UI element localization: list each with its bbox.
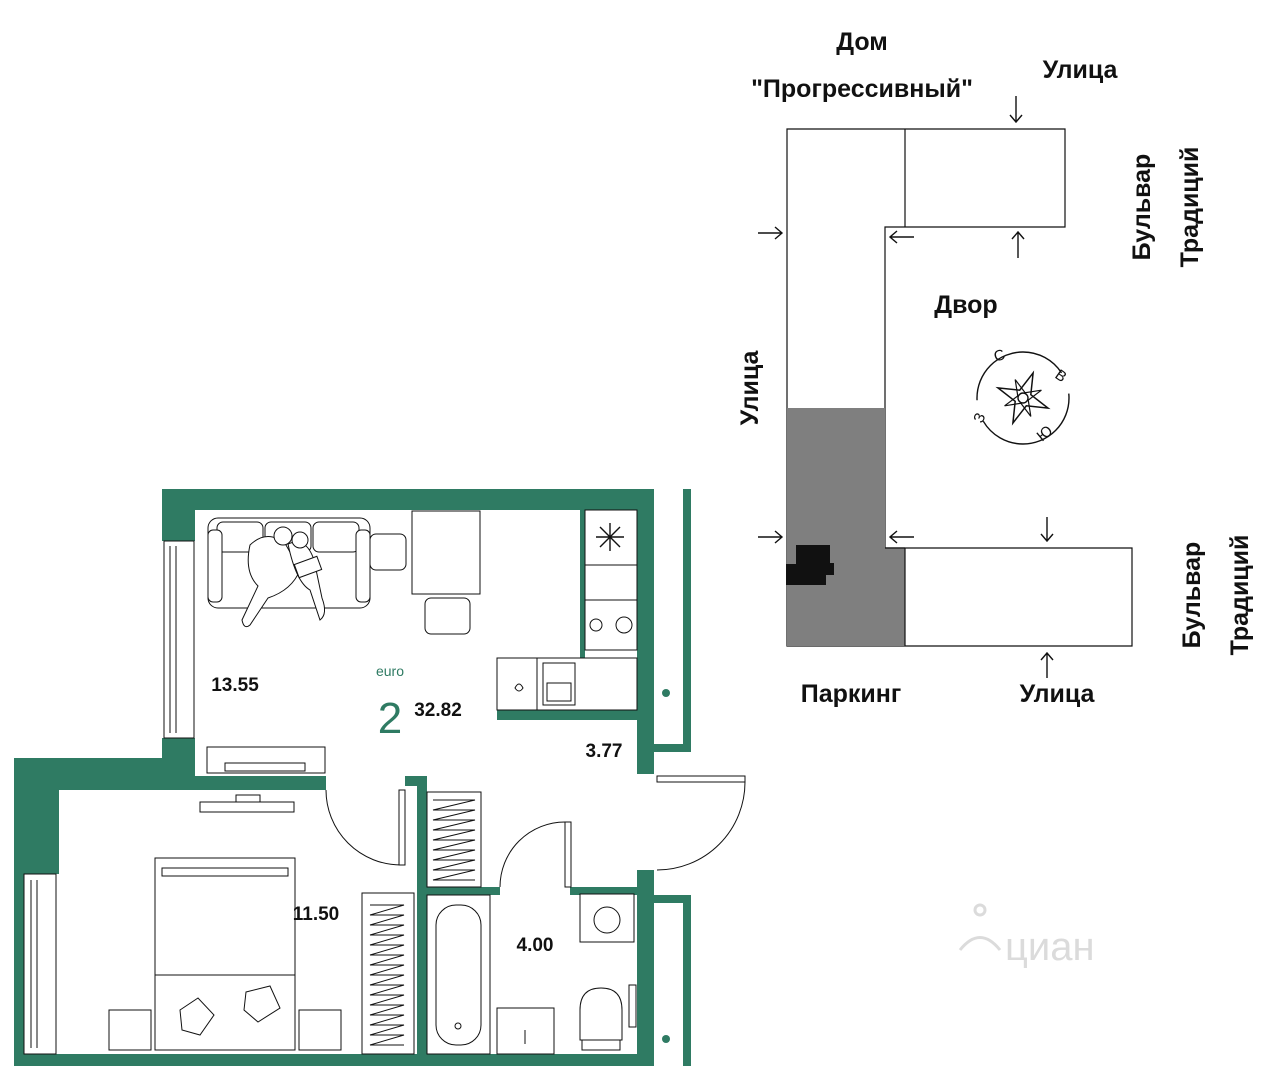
washbasin-icon — [496, 1007, 555, 1055]
living-kitchen-area: 13.55 — [211, 675, 259, 696]
compass-rose-icon: С В Ю З — [970, 346, 1070, 445]
apartment-type-label: euro — [376, 663, 404, 679]
street-label-left: Улица — [736, 350, 764, 426]
svg-text:Традиций: Традиций — [1226, 535, 1254, 656]
yard-label: Двор — [934, 291, 997, 319]
windows — [23, 540, 195, 1055]
bed-icon — [108, 857, 342, 1051]
toilet-icon — [579, 987, 623, 1041]
entrance-arrows — [758, 96, 1054, 678]
bathroom-area: 4.00 — [517, 935, 554, 956]
boulevard-label-top: Бульвар Традиций — [1128, 147, 1204, 268]
fridge-icon — [596, 523, 624, 551]
watermark: циан — [958, 903, 1095, 969]
doors — [325, 775, 746, 888]
entry-marker — [662, 689, 670, 697]
svg-text:Бульвар: Бульвар — [1178, 542, 1206, 649]
stove-burner-icon — [615, 616, 633, 634]
street-label-bottom: Улица — [1020, 680, 1096, 708]
sofa-icon — [207, 517, 371, 628]
parking-label: Паркинг — [801, 680, 902, 708]
watermark-text: циан — [1005, 925, 1095, 969]
kitchen-unit — [496, 509, 638, 711]
building-name-line1: Дом — [836, 28, 888, 56]
hall-area: 3.77 — [586, 741, 623, 762]
street-label-top: Улица — [1043, 56, 1119, 84]
svg-text:Традиций: Традиций — [1176, 147, 1204, 268]
boulevard-label-bottom: Бульвар Традиций — [1178, 535, 1254, 656]
bedroom-area: 11.50 — [293, 904, 340, 925]
this-section-marker — [786, 545, 834, 585]
svg-text:В: В — [1052, 366, 1070, 386]
wardrobe-icon — [361, 791, 482, 1055]
cian-logo-icon — [958, 903, 1002, 951]
walls — [14, 489, 691, 1066]
svg-text:Бульвар: Бульвар — [1128, 154, 1156, 261]
site-plan: Дом "Прогрессивный" Улица Двор Паркинг У… — [736, 28, 1254, 708]
parking-area — [787, 408, 905, 646]
total-area: 32.82 — [414, 700, 462, 721]
bathroom-fixtures — [426, 893, 637, 1055]
building-name-line2: "Прогрессивный" — [751, 75, 973, 103]
svg-text:З: З — [970, 410, 989, 425]
dining-table-icon — [369, 510, 481, 635]
stove-burner-icon — [589, 618, 603, 632]
tv-stand-icon — [199, 746, 326, 813]
entry-marker — [662, 1035, 670, 1043]
apartment-plan: 13.55 euro 2 32.82 3.77 11.50 4.00 — [14, 489, 746, 1066]
rooms-count: 2 — [378, 694, 402, 743]
